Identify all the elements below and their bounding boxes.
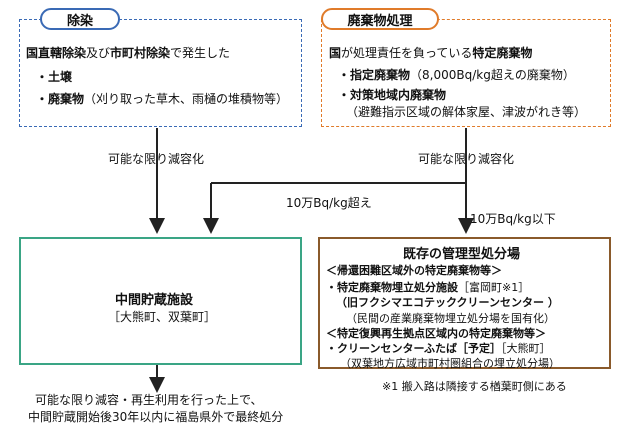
disposal-section2: ＜特定復興再生拠点区域内の特定廃棄物等＞ bbox=[326, 327, 546, 340]
storage-final-line2: 中間貯蔵開始後30年以内に福島県外で最終処分 bbox=[28, 410, 284, 424]
waste-line1: 国が処理責任を負っている特定廃棄物 bbox=[329, 46, 533, 60]
interim-storage-box bbox=[19, 237, 302, 365]
interim-storage-title: 中間貯蔵施設 bbox=[115, 293, 194, 308]
disposal-facility1-note: （民間の産業廃棄物埋立処分場を国有化） bbox=[346, 312, 555, 325]
footnote: ※1 搬入路は隣接する楢葉町側にある bbox=[382, 380, 567, 393]
left-reduce-label: 可能な限り減容化 bbox=[108, 152, 205, 166]
disposal-facility2-note: （双葉地方広域市町村圏組合の埋立処分場） bbox=[340, 357, 560, 370]
disposal-facility1-name: （旧フクシマエコテッククリーンセンター ） bbox=[336, 296, 559, 309]
decontamination-line1: 国直轄除染及び市町村除染で発生した bbox=[26, 46, 231, 60]
decontamination-item-soil: ・土壌 bbox=[36, 70, 73, 84]
disposal-facility1: ・特定廃棄物埋立処分施設［富岡町※1］ bbox=[326, 281, 530, 294]
waste-item-area: ・対策地域内廃棄物 bbox=[338, 88, 447, 102]
waste-title: 廃棄物処理 bbox=[321, 8, 439, 30]
interim-storage-location: ［大熊町、双葉町］ bbox=[108, 310, 217, 324]
disposal-facility2: ・クリーンセンターふたば［予定］［大熊町］ bbox=[326, 342, 551, 355]
decontamination-box bbox=[19, 19, 302, 127]
disposal-section1: ＜帰還困難区域外の特定廃棄物等＞ bbox=[326, 264, 502, 277]
disposal-site-box bbox=[318, 237, 611, 369]
decontamination-title: 除染 bbox=[40, 8, 120, 30]
waste-item-area-sub: （避難指示区域の解体家屋、津波がれき等） bbox=[346, 105, 587, 119]
right-reduce-label: 可能な限り減容化 bbox=[418, 152, 515, 166]
waste-box bbox=[321, 19, 611, 127]
under-threshold-label: 10万Bq/kg以下 bbox=[470, 212, 556, 226]
over-threshold-label: 10万Bq/kg超え bbox=[286, 196, 372, 210]
decontamination-item-waste: ・廃棄物（刈り取った草木、雨樋の堆積物等） bbox=[36, 92, 289, 106]
disposal-site-title: 既存の管理型処分場 bbox=[403, 247, 521, 262]
storage-final-line1: 可能な限り減容・再生利用を行った上で、 bbox=[35, 393, 263, 407]
waste-item-designated: ・指定廃棄物（8,000Bq/kg超えの廃棄物） bbox=[338, 68, 575, 82]
